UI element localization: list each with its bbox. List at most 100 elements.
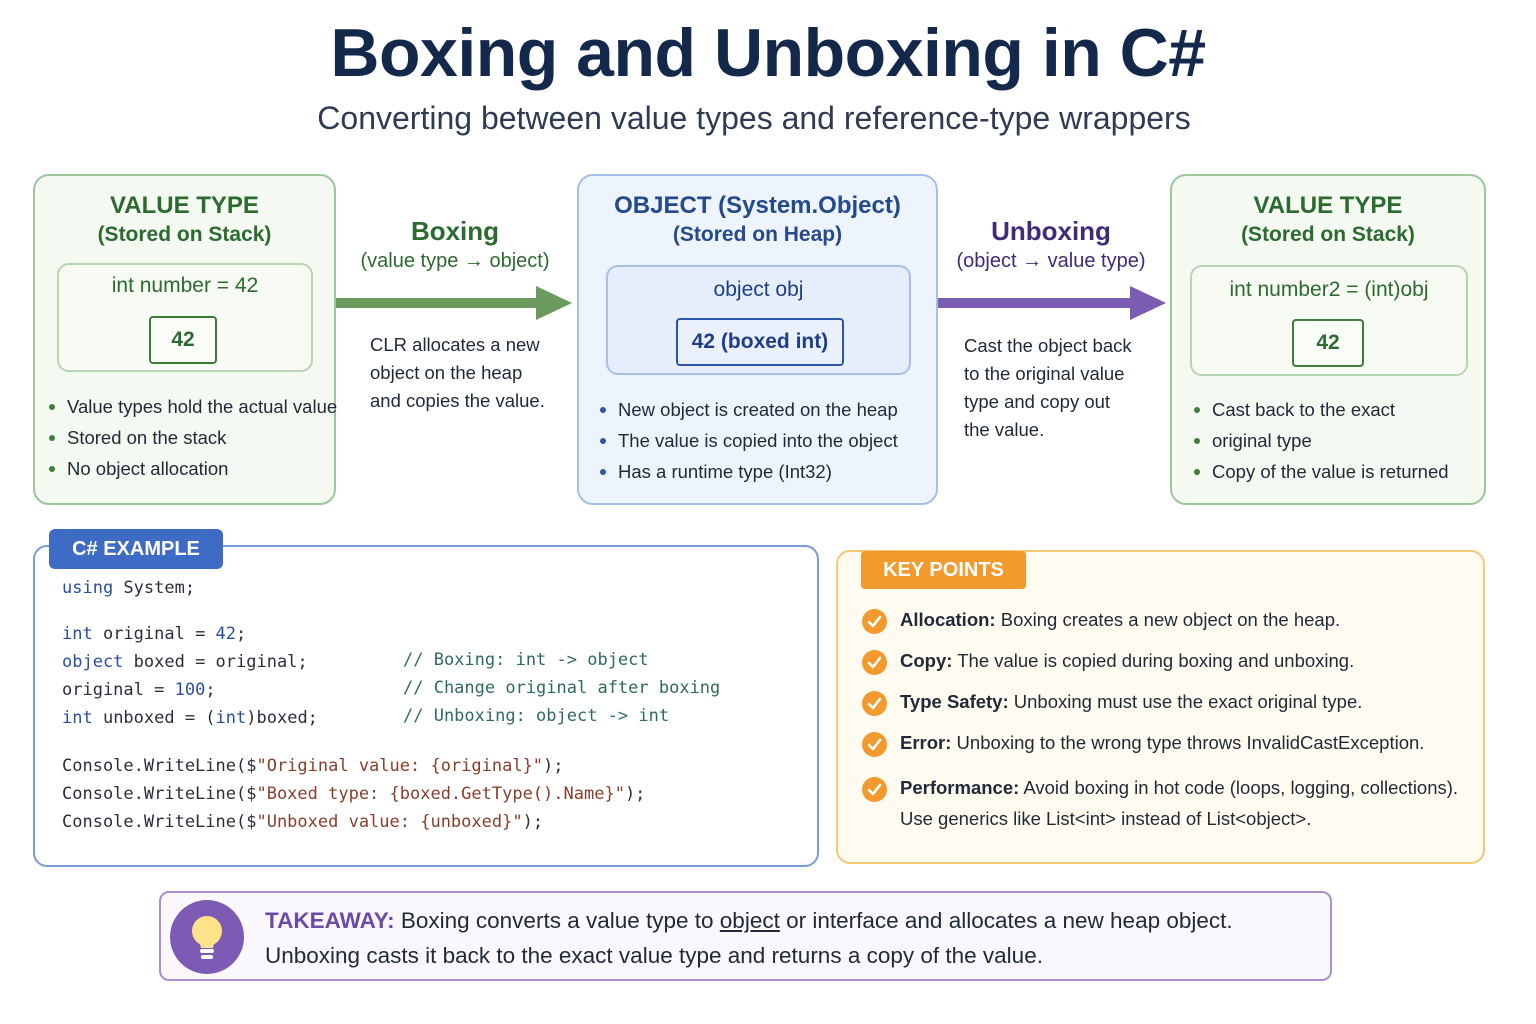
list-item: Value types hold the actual value [49,391,339,422]
key-point-body: Avoid boxing in hot code (loops, logging… [1019,777,1459,798]
boxing-label: Boxing [410,216,500,246]
list-item: No object allocation [49,453,339,484]
list-item: Cast back to the exact [1194,394,1484,425]
code-line: Console.WriteLine($"Unboxed value: {unbo… [62,812,543,832]
object-box-subtitle: (Stored on Heap) [672,223,843,246]
keyword: int [215,708,247,728]
key-point-body: Unboxing must use the exact original typ… [1008,691,1363,712]
key-point-extra-line: Use generics like List<int> instead of L… [900,808,1312,829]
value-cell: 42 [1292,319,1364,367]
desc-line: type and copy out [964,391,1111,412]
value-type-right-bullets: Cast back to the exact original type Cop… [1194,394,1484,487]
key-point-text: Performance: Avoid boxing in hot code (l… [900,777,1458,799]
value-type-left-subtitle: (Stored on Stack) [97,223,272,246]
value-type-right-variable: int number2 = (int)obj 42 [1190,265,1468,376]
key-point-body: Unboxing to the wrong type throws Invali… [951,732,1425,753]
right-arrow-icon [938,286,1166,320]
object-box-title: OBJECT (System.Object) [614,192,901,219]
variable-declaration: int number = 42 [111,274,259,297]
desc-line: object on the heap [370,362,523,383]
keyword: object [62,652,124,672]
key-point-label: Copy: [900,650,953,671]
number-literal: 42 [215,624,237,644]
value-type-right-subtitle: (Stored on Stack) [1241,223,1415,246]
takeaway-line-2: Unboxing casts it back to the exact valu… [265,943,1043,968]
object-box-bullets: New object is created on the heap The va… [600,394,930,487]
check-circle-icon [862,691,887,716]
unboxing-sublabel: (object → value type) [956,250,1146,272]
code-text: boxed = original; [123,652,308,672]
key-point-text: Type Safety: Unboxing must use the exact… [900,691,1362,713]
code-line: Console.WriteLine($"Boxed type: {boxed.G… [62,784,645,804]
keyword: int [62,708,93,728]
unboxing-label: Unboxing [991,216,1111,246]
code-comment: // Unboxing: object -> int [403,706,670,726]
unboxing-description: Cast the object back to the original val… [964,332,1164,444]
object-box: OBJECT (System.Object) (Stored on Heap) … [577,174,938,505]
code-text: original = [62,680,175,700]
key-point-text: Error: Unboxing to the wrong type throws… [900,732,1424,754]
keyword: int [62,624,93,644]
value-type-left-variable: int number = 42 42 [57,263,313,372]
code-text: Console.WriteLine($ [62,756,257,776]
code-line: int original = 42; [62,624,246,644]
check-circle-icon [862,732,887,757]
boxed-value-cell: 42 (boxed int) [676,318,844,366]
key-point-text: Allocation: Boxing creates a new object … [900,609,1340,631]
desc-line: Cast the object back [964,335,1132,356]
key-points-panel [836,550,1485,864]
value-type-left-bullets: Value types hold the actual value Stored… [49,391,339,484]
lightbulb-icon [170,900,244,974]
list-item-continuation: original type [1212,430,1312,451]
takeaway-text: or interface and allocates a new heap ob… [779,908,1233,933]
key-point-label: Type Safety: [900,691,1009,712]
variable-declaration: int number2 = (int)obj [1229,278,1429,301]
key-point-label: Performance: [900,777,1020,798]
code-text: Console.WriteLine($ [62,812,257,832]
key-point-body: The value is copied during boxing and un… [952,650,1355,671]
code-text: ; [205,680,216,700]
list-item: The value is copied into the object [600,425,930,456]
takeaway-panel [159,891,1332,981]
value-type-right-title: VALUE TYPE [1253,192,1403,219]
desc-line: the value. [964,419,1045,440]
takeaway-text: Boxing converts a value type to [394,908,720,933]
code-line: object boxed = original; [62,652,308,672]
desc-line: to the original value [964,363,1125,384]
code-line: original = 100; [62,680,216,700]
key-point-label: Error: [900,732,952,753]
code-text: original = [92,624,216,644]
keyword: using [62,578,114,598]
code-example-tab: C# EXAMPLE [49,529,223,569]
list-item: Copy of the value is returned [1194,456,1484,487]
page-subtitle: Converting between value types and refer… [317,100,1191,136]
key-point-label: Allocation: [900,609,996,630]
key-point-body: Boxing creates a new object on the heap. [995,609,1341,630]
code-line: Console.WriteLine($"Original value: {ori… [62,756,564,776]
value-cell: 42 [149,316,217,364]
desc-line: and copies the value. [370,390,545,411]
value-type-left-title: VALUE TYPE [110,192,259,219]
code-line: int unboxed = (int)boxed; [62,708,318,728]
key-points-tab: KEY POINTS [861,551,1026,589]
takeaway-keyword: object [719,908,780,933]
check-circle-icon [862,609,887,634]
right-arrow-icon [336,286,572,320]
list-item: original type [1194,425,1484,456]
code-comment: // Change original after boxing [403,678,721,698]
code-text: ); [522,812,544,832]
list-item: Stored on the stack [49,422,339,453]
list-item: New object is created on the heap [600,394,930,425]
code-text: ; [236,624,247,644]
value-type-left-box: VALUE TYPE (Stored on Stack) int number … [33,174,339,505]
code-line: using System; [62,578,195,598]
value-type-right-box: VALUE TYPE (Stored on Stack) int number2… [1170,174,1486,505]
code-text: System; [113,578,196,598]
check-circle-icon [862,777,887,802]
page-title: Boxing and Unboxing in C# [330,15,1206,91]
string-literal: "Unboxed value: {unboxed}" [256,812,523,832]
object-declaration: object obj [713,278,804,301]
code-example-panel [33,545,819,867]
check-circle-icon [862,650,887,675]
takeaway-label: TAKEAWAY: [265,908,395,933]
